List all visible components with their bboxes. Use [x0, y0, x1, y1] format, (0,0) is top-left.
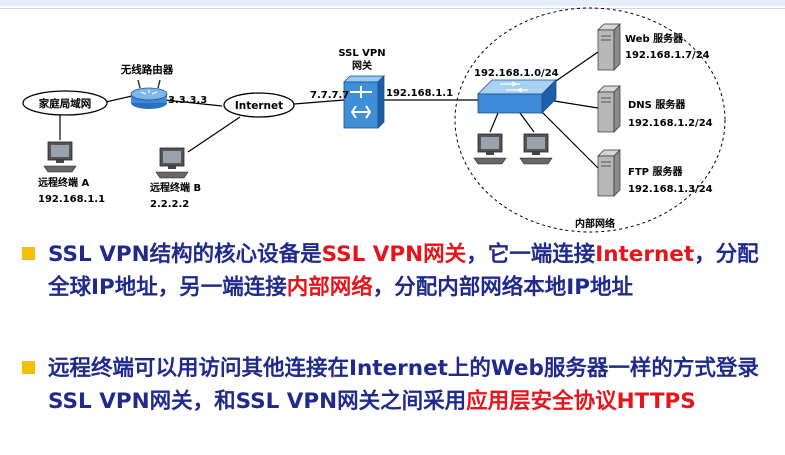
remote-a-name: 远程终端 A	[38, 176, 89, 189]
bullet-1-part-3: ，分配全球IP地址，另一端连接	[48, 242, 759, 300]
remote-b-name: 远程终端 B	[150, 181, 201, 194]
link-router-internet	[164, 99, 223, 107]
bullet-1-highlight-1: SSL VPN网关	[321, 242, 467, 267]
gateway-label-line1: SSL VPN	[338, 48, 385, 59]
link-switch-pc1	[489, 112, 499, 133]
internal-network-label: 内部网络	[575, 217, 615, 230]
bullet-1-part-2: ，它一端连接	[466, 242, 596, 267]
dns-server-icon	[597, 85, 621, 133]
remote-terminal-a-icon	[43, 141, 77, 173]
bullet-item-2: 远程终端可以用访问其他连接在Internet上的Web服务器一样的方式登录SSL…	[22, 352, 767, 418]
link-internet-remote-b	[187, 116, 241, 153]
gateway-int-ip-label: 192.168.1.1	[386, 88, 453, 99]
web-server-ip: 192.168.1.7/24	[625, 50, 710, 61]
bullet-square-2	[22, 361, 35, 374]
remote-b-ip: 2.2.2.2	[150, 199, 189, 210]
internet-node: Internet	[223, 92, 295, 118]
internal-pc-1-icon	[473, 133, 507, 165]
bullet-2-highlight-1: 应用层安全协议HTTPS	[466, 389, 696, 414]
wireless-router-icon	[130, 79, 168, 109]
network-diagram: 家庭局域网 无线路由器 3.3.3.3 Internet SSL VPN 网关 …	[22, 7, 726, 233]
bullet-square-1	[22, 247, 35, 260]
ssl-vpn-gateway-icon	[343, 75, 385, 129]
home-lan-node: 家庭局域网	[22, 90, 108, 116]
dns-server-name: DNS 服务器	[628, 98, 686, 111]
remote-a-ip: 192.168.1.1	[38, 194, 105, 205]
internal-pc-2-icon	[519, 133, 553, 165]
top-decoration-bar	[0, 0, 785, 6]
link-lan-router	[105, 95, 133, 103]
link-internet-gateway	[293, 99, 345, 105]
bullet-1-part-1: SSL VPN结构的核心设备是	[48, 242, 322, 267]
link-switch-dns	[547, 99, 599, 109]
link-switch-ftp	[539, 109, 599, 169]
ftp-server-icon	[597, 149, 621, 197]
web-server-name: Web 服务器	[625, 32, 684, 45]
ftp-server-name: FTP 服务器	[628, 165, 683, 178]
router-ip-label: 3.3.3.3	[168, 95, 207, 106]
switch-icon	[477, 79, 557, 114]
bullet-1-highlight-3: 内部网络	[286, 275, 373, 300]
remote-terminal-b-icon	[155, 147, 189, 179]
home-lan-label: 家庭局域网	[39, 97, 92, 110]
bullet-2-part-1: 远程终端可以用访问其他连接在Internet上的Web服务器一样的方式登录SSL…	[48, 356, 759, 414]
top-divider	[0, 8, 785, 9]
subnet-label: 192.168.1.0/24	[474, 68, 559, 79]
wireless-router-label: 无线路由器	[120, 63, 174, 76]
bullet-1-highlight-2: Internet	[595, 242, 695, 267]
bullet-item-1: SSL VPN结构的核心设备是SSL VPN网关，它一端连接Internet，分…	[22, 238, 767, 304]
gateway-ext-ip-label: 7.7.7.7	[310, 90, 349, 101]
bullet-1-part-4: ，分配内部网络本地IP地址	[372, 275, 634, 300]
bullet-text-2: 远程终端可以用访问其他连接在Internet上的Web服务器一样的方式登录SSL…	[48, 352, 767, 418]
gateway-label-line2: 网关	[352, 59, 372, 72]
ftp-server-ip: 192.168.1.3/24	[628, 184, 713, 195]
dns-server-ip: 192.168.1.2/24	[628, 118, 713, 129]
bullet-text-1: SSL VPN结构的核心设备是SSL VPN网关，它一端连接Internet，分…	[48, 238, 767, 304]
link-switch-pc2	[519, 112, 535, 133]
internal-network-boundary	[454, 7, 726, 233]
internet-label: Internet	[235, 100, 283, 112]
web-server-icon	[597, 23, 621, 71]
